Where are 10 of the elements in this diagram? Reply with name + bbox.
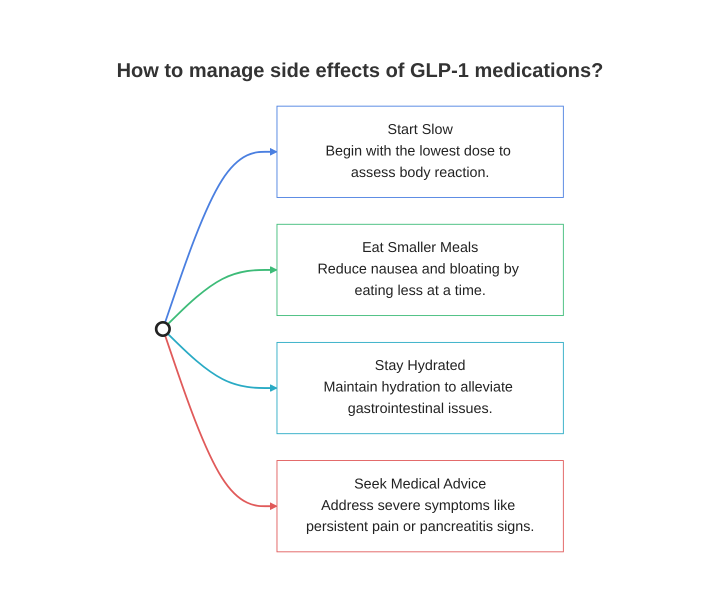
arrow [167, 333, 278, 392]
arrow [164, 148, 278, 323]
node-circle [155, 320, 172, 338]
node-box: Seek Medical Advice Address severe symptoms like persistent pain or pancreatitis signs. [276, 460, 564, 552]
arrow [164, 335, 278, 510]
diagram-title: How to manage side effects of GLP-1 medications? [116, 60, 604, 83]
node-box: Eat Smaller Meals Reduce nausea and bloating by eating less at a time. [276, 224, 564, 316]
node-box: Stay Hydrated Maintain hydration to alleviate gastrointestinal issues. [276, 342, 564, 434]
node-box: Start Slow Begin with the lowest dose to assess body reaction. [276, 106, 564, 198]
arrow [167, 266, 278, 325]
